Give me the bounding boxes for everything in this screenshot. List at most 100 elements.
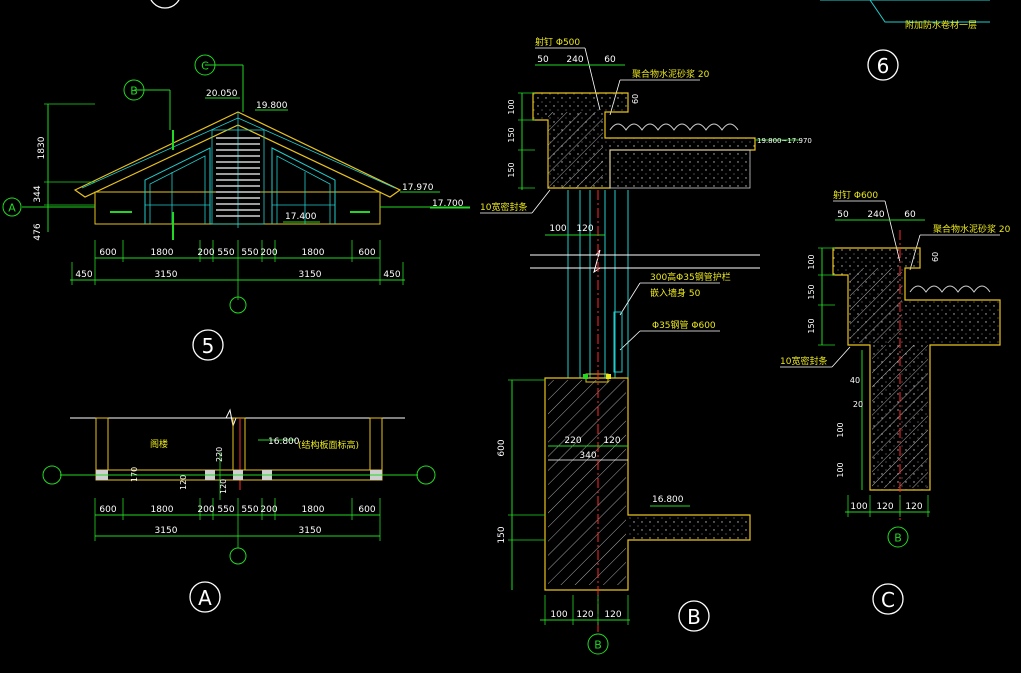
top-partial-bubble: [150, 0, 180, 9]
dim-row2-0: 450: [75, 270, 92, 280]
dim-row1-1: 1800: [151, 248, 174, 258]
detail-c: 射钉 Φ600 50 240 60 聚合物水泥砂浆 20 60 100 150 …: [780, 189, 1011, 548]
plan-dim-row1-3: 550: [217, 505, 234, 515]
b-mid-dim-2: 340: [579, 451, 596, 461]
axis-bubble-b-detail: B: [587, 633, 609, 655]
c-bottom-dim-1: 120: [876, 502, 893, 512]
waterproof-note: 附加防水卷材一层: [905, 19, 977, 31]
svg-text:C: C: [201, 60, 209, 73]
dim-row1-2: 200: [197, 248, 214, 258]
dim-row1-7: 600: [358, 248, 375, 258]
rail-note-2: 嵌入墙身 50: [650, 287, 701, 299]
detail-b: 射钉 Φ500 50 240 60 聚合物水泥砂浆 20 60 19.800~1…: [480, 36, 812, 655]
top-right-note: 附加防水卷材一层: [820, 0, 990, 31]
b-left-dim-0: 100: [507, 99, 516, 114]
dim-row1-0: 600: [99, 248, 116, 258]
c-left-dim-0: 100: [807, 254, 816, 269]
svg-text:B: B: [594, 639, 602, 652]
dim-row2-2: 3150: [299, 270, 322, 280]
plan-dim-row1-1: 1800: [151, 505, 174, 515]
c-top-dim-2: 60: [904, 210, 916, 220]
c-left-dim-1: 150: [807, 284, 816, 299]
c-left-dim-2: 150: [807, 318, 816, 333]
b-left-dim-1: 150: [507, 127, 516, 142]
small-dim-3: 120: [219, 479, 228, 494]
axis-bubble-empty: [229, 296, 247, 314]
c-bottom-dim-0: 100: [850, 502, 867, 512]
dim-row1-4: 550: [241, 248, 258, 258]
small-dim-1: 170: [130, 467, 139, 482]
axis-bubble-c-elev: C: [194, 54, 216, 76]
svg-text:B: B: [894, 532, 902, 545]
section-label-a: A: [189, 581, 221, 613]
plan-dim-row1-2: 200: [197, 505, 214, 515]
small-dim-0: 220: [215, 447, 224, 462]
level-17400: 17.400: [285, 212, 317, 222]
b-bottom-dim-0: 100: [550, 610, 567, 620]
c-small-dim-0: 40: [850, 376, 860, 385]
axis-bubble-b-detail-c: B: [887, 526, 909, 548]
plan-dim-row1-0: 600: [99, 505, 116, 515]
tape-label-b: 10宽密封条: [480, 201, 527, 213]
c-small-dim-2: 100: [836, 422, 845, 437]
dim-row2-1: 3150: [155, 270, 178, 280]
b-top-dim-1: 240: [566, 55, 583, 65]
dim-1830: 1830: [37, 136, 47, 159]
tape-label-c: 10宽密封条: [780, 355, 827, 367]
svg-text:5: 5: [202, 334, 215, 358]
b-left-dim-4: 150: [497, 526, 507, 543]
b-bottom-dim-1: 120: [576, 610, 593, 620]
level-17970: 17.970: [402, 183, 434, 193]
c-top-dim-1: 240: [867, 210, 884, 220]
dim-row1-5: 200: [260, 248, 277, 258]
small-dim-2: 120: [179, 475, 188, 490]
axis-bubble-a-plan-right: [416, 465, 436, 485]
dim-row1-6: 1800: [302, 248, 325, 258]
plan-dim-row1-4: 550: [241, 505, 258, 515]
svg-text:6: 6: [877, 54, 890, 78]
b-wall-dim-1: 120: [576, 224, 593, 234]
axis-bubble-b-elev: B: [123, 79, 145, 101]
roof-level-b: 19.800~17.970: [757, 137, 812, 145]
plan-dim-row1-5: 200: [260, 505, 277, 515]
rail-note-3: Φ35钢管 Φ600: [652, 319, 716, 331]
b-top-dim-2: 60: [604, 55, 616, 65]
c-small-dim-1: 20: [853, 400, 863, 409]
b-top-dim-0: 50: [537, 55, 549, 65]
b-dim60: 60: [631, 94, 640, 104]
dim-344: 344: [33, 185, 43, 202]
axis-bubble-a-elev: A: [2, 197, 22, 217]
mortar-label-b: 聚合物水泥砂浆 20: [632, 68, 710, 80]
room-label: 阁楼: [150, 438, 168, 450]
mortar-label-c: 聚合物水泥砂浆 20: [933, 223, 1011, 235]
plan-dim-row1-6: 1800: [302, 505, 325, 515]
dim-row2-3: 450: [383, 270, 400, 280]
plan-level: 16.800: [268, 437, 300, 447]
slab-level-b: 16.800: [652, 495, 684, 505]
nail-label-b: 射钉 Φ500: [535, 36, 580, 48]
plan-dim-row2-0: 3150: [155, 526, 178, 536]
dim-476: 476: [33, 223, 43, 240]
c-bottom-dim-2: 120: [905, 502, 922, 512]
section-label-c: C: [872, 583, 904, 615]
plan-dim-row2-1: 3150: [299, 526, 322, 536]
level-17700: 17.700: [432, 199, 464, 209]
b-mid-dim-0: 220: [564, 436, 581, 446]
level-20050: 20.050: [206, 89, 238, 99]
section-label-6: 6: [867, 49, 899, 81]
b-mid-dim-1: 120: [603, 436, 620, 446]
c-dim60: 60: [931, 252, 940, 262]
svg-text:A: A: [198, 586, 212, 610]
plan-axis-bubble-empty: [229, 547, 247, 565]
svg-text:B: B: [687, 605, 701, 629]
plan-dim-row1-7: 600: [358, 505, 375, 515]
plan-level-note: (结构板面标高): [298, 439, 359, 451]
b-wall-dim-0: 100: [549, 224, 566, 234]
section-label-5: 5: [192, 329, 224, 361]
b-left-dim-2: 150: [507, 162, 516, 177]
section-label-b: B: [678, 600, 710, 632]
b-bottom-dim-2: 120: [604, 610, 621, 620]
level-19800: 19.800: [256, 101, 288, 111]
